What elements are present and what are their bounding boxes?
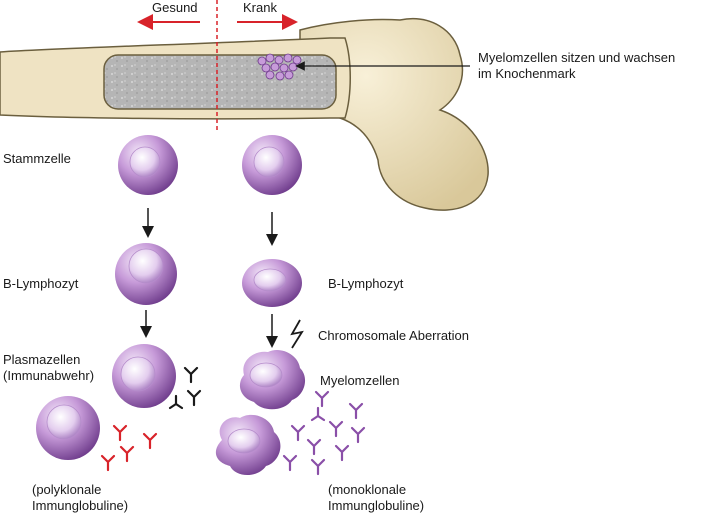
sick-label: Krank bbox=[243, 0, 277, 15]
stem-cell-label: Stammzelle bbox=[3, 151, 71, 166]
monoclonal-label-line-2: Immunglobuline) bbox=[328, 498, 425, 513]
myeloma-cell-2 bbox=[215, 414, 281, 475]
bone-marrow bbox=[103, 54, 337, 110]
myeloma-label: Myelomzellen bbox=[320, 373, 400, 388]
myeloma-cluster bbox=[257, 53, 302, 81]
b-lymphocyte-left bbox=[115, 243, 177, 305]
myeloma-cell-1 bbox=[239, 349, 306, 410]
monoclonal-label-line-1: (monoklonale bbox=[328, 482, 407, 497]
plasma-label-line-1: Plasmazellen bbox=[3, 352, 81, 367]
stem-cell-right bbox=[242, 135, 302, 195]
antibodies-red bbox=[100, 424, 158, 472]
antibodies-black bbox=[168, 366, 202, 410]
plasma-cell bbox=[112, 344, 176, 408]
lightning-icon bbox=[290, 319, 304, 349]
aberration-label: Chromosomale Aberration bbox=[318, 328, 470, 343]
callout-line-1: Myelomzellen sitzen und wachsen bbox=[478, 50, 676, 65]
b-lymphocyte-right-label: B-Lymphozyt bbox=[328, 276, 404, 291]
plasma-cell-lower bbox=[36, 396, 100, 460]
polyclonal-label-line-1: (polyklonale bbox=[32, 482, 102, 497]
polyclonal-label-line-2: Immunglobuline) bbox=[32, 498, 129, 513]
stem-cell-left bbox=[118, 135, 178, 195]
callout-line-2: im Knochenmark bbox=[478, 66, 576, 81]
b-lymphocyte-left-label: B-Lymphozyt bbox=[3, 276, 79, 291]
healthy-label: Gesund bbox=[152, 0, 198, 15]
plasma-label-line-2: (Immunabwehr) bbox=[3, 368, 95, 383]
bone-illustration bbox=[0, 18, 489, 211]
antibodies-purple bbox=[282, 390, 366, 476]
b-lymphocyte-right bbox=[242, 259, 302, 307]
